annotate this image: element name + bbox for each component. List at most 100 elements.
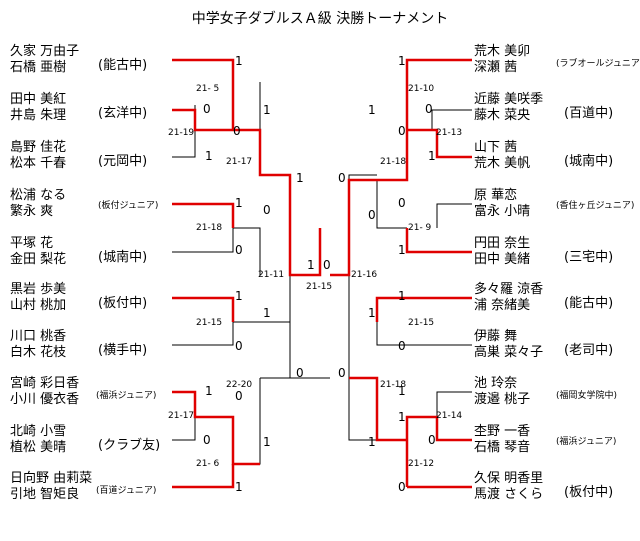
right-club-9: (福浜ジュニア) — [556, 437, 617, 447]
left-player-8: 宮崎 彩日香小川 優衣香 — [10, 376, 80, 407]
left-club-2: (玄洋中) — [98, 106, 148, 121]
score: 0 — [203, 102, 211, 116]
left-player-2: 田中 美紅井島 朱理 — [10, 92, 67, 123]
score: 0 — [398, 480, 406, 494]
right-player-2: 近藤 美咲季藤木 菜央 — [474, 92, 544, 123]
right-club-5: (三宅中) — [564, 250, 614, 265]
score: 0 — [296, 366, 304, 380]
game-score: 21-15 — [196, 318, 223, 328]
score: 1 — [307, 258, 315, 272]
right-club-8: (福岡女学院中) — [556, 391, 618, 401]
game-score: 21- 9 — [408, 223, 432, 233]
score: 1 — [235, 196, 243, 210]
score: 1 — [263, 435, 271, 449]
left-player-5: 平塚 花金田 梨花 — [10, 236, 67, 267]
winner-line — [405, 415, 472, 487]
right-player-7: 伊藤 舞高巣 菜々子 — [474, 329, 544, 360]
score: 0 — [203, 433, 211, 447]
score: 0 — [398, 124, 406, 138]
score: 1 — [235, 289, 243, 303]
left-player-7: 川口 桃香白木 花枝 — [10, 329, 67, 360]
score: 1 — [205, 149, 213, 163]
right-club-6: (能古中) — [564, 296, 614, 311]
score: 1 — [235, 54, 243, 68]
left-club-4: (板付ジュニア) — [98, 201, 159, 211]
left-club-7: (横手中) — [98, 343, 148, 358]
left-player-3: 島野 佳花松本 千春 — [10, 140, 67, 171]
score: 1 — [263, 306, 271, 320]
score: 1 — [368, 435, 376, 449]
right-player-1: 荒木 美卯深瀬 茜 — [474, 44, 531, 75]
winner-line — [349, 376, 407, 442]
winner-line — [377, 58, 472, 182]
game-score: 22-20 — [226, 380, 253, 390]
game-score: 21- 6 — [196, 459, 220, 469]
score: 1 — [428, 149, 436, 163]
left-club-1: (能古中) — [98, 58, 148, 73]
game-score: 21-14 — [436, 411, 463, 421]
game-score: 21- 5 — [196, 84, 220, 94]
score: 1 — [398, 243, 406, 257]
score: 1 — [296, 171, 304, 185]
score: 0 — [338, 366, 346, 380]
winner-line — [407, 128, 472, 159]
game-score: 21-15 — [408, 318, 435, 328]
score: 1 — [398, 384, 406, 398]
bracket-line — [376, 180, 407, 229]
right-club-3: (城南中) — [564, 154, 614, 169]
left-club-9: (クラブ友) — [98, 438, 161, 453]
game-score: 21-18 — [196, 223, 223, 233]
score: 0 — [263, 203, 271, 217]
right-player-8: 池 玲奈渡邉 桃子 — [474, 376, 531, 407]
game-score: 21-13 — [436, 128, 463, 138]
winner-line — [172, 464, 235, 489]
bracket-line — [431, 109, 472, 130]
game-score: 21-11 — [258, 270, 285, 280]
bracket-line — [348, 174, 377, 275]
winner-line — [233, 128, 322, 277]
game-score: 21-18 — [380, 157, 407, 167]
score: 0 — [428, 433, 436, 447]
right-club-1: (ラブオールジュニア) — [556, 59, 640, 69]
right-player-10: 久保 明香里馬渡 さくら — [474, 471, 544, 502]
score: 0 — [233, 124, 241, 138]
score: 0 — [235, 243, 243, 257]
bracket-line — [172, 414, 196, 441]
bracket-line — [436, 203, 472, 228]
left-player-9: 北崎 小雪植松 美晴 — [10, 424, 67, 455]
left-player-4: 松浦 なる繁永 爽 — [10, 188, 67, 219]
score: 0 — [368, 208, 376, 222]
score: 0 — [425, 102, 433, 116]
left-player-6: 黒岩 歩美山村 桃加 — [10, 282, 67, 313]
winner-line — [172, 390, 260, 466]
right-player-3: 山下 茜荒木 美帆 — [474, 140, 531, 171]
score: 0 — [398, 339, 406, 353]
winner-line — [172, 108, 233, 132]
score: 1 — [235, 480, 243, 494]
winner-line — [405, 228, 472, 254]
score: 1 — [398, 54, 406, 68]
right-player-5: 円田 奈生田中 美緒 — [474, 236, 531, 267]
game-score: 21-19 — [168, 128, 195, 138]
winner-line — [172, 58, 235, 130]
right-player-9: 杢野 一香石橋 琴音 — [474, 424, 531, 455]
score: 1 — [263, 103, 271, 117]
score: 0 — [235, 339, 243, 353]
right-club-10: (板付中) — [564, 485, 614, 500]
right-club-4: (香住ヶ丘ジュニア) — [556, 201, 635, 211]
game-score: 21-17 — [226, 157, 253, 167]
score: 1 — [205, 384, 213, 398]
right-player-4: 原 華恋富永 小晴 — [474, 188, 531, 219]
winner-line — [330, 178, 377, 277]
bracket-line — [348, 275, 377, 441]
winner-line — [172, 202, 235, 228]
bracket-line — [260, 275, 291, 379]
bracket-line — [233, 227, 261, 275]
bracket-line — [233, 82, 261, 131]
left-player-1: 久家 万由子石橋 亜樹 — [10, 44, 80, 75]
winner-line — [375, 296, 472, 322]
score: 1 — [398, 289, 406, 303]
score: 1 — [398, 410, 406, 424]
winner-line — [172, 296, 235, 322]
